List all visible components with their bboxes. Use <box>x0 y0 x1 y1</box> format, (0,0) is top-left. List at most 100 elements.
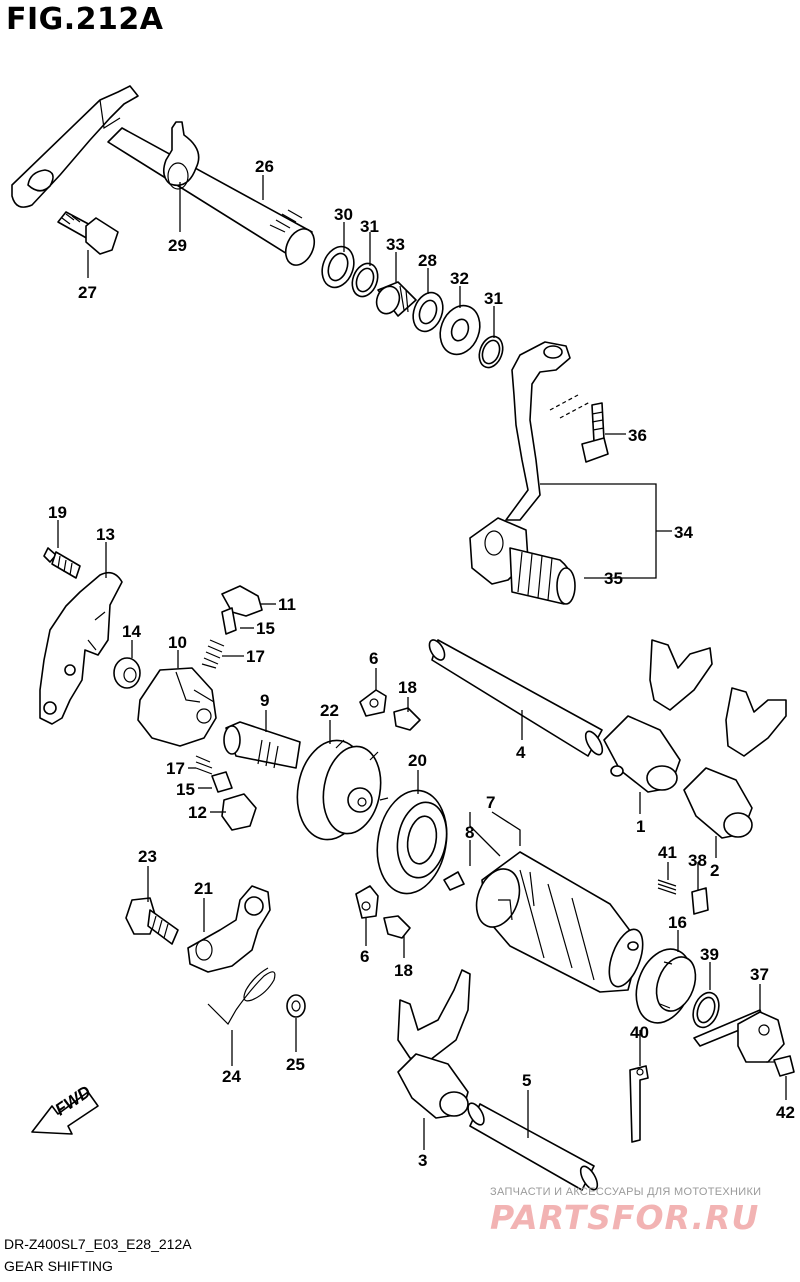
cam-bearing <box>635 948 697 1024</box>
shift-cam-stopper-screw <box>657 879 677 895</box>
callout-31a: 31 <box>360 217 379 236</box>
callout-22: 22 <box>320 701 339 720</box>
callout-16: 16 <box>668 913 687 932</box>
figure-name: GEAR SHIFTING <box>4 1258 113 1274</box>
callout-42: 42 <box>776 1103 795 1122</box>
gearshift-lever <box>469 341 576 605</box>
callout-12: 12 <box>188 803 207 822</box>
callout-6b: 6 <box>360 947 369 966</box>
gearshift-shaft <box>107 127 316 266</box>
callout-33: 33 <box>386 235 405 254</box>
callout-17a: 17 <box>246 647 265 666</box>
callout-15a: 15 <box>256 619 275 638</box>
shift-fork-shaft-upper <box>428 639 604 757</box>
stopper-bolt <box>57 211 119 255</box>
stopper-washer <box>286 994 306 1018</box>
shift-fork-3 <box>397 969 471 1119</box>
pawl-spring-upper <box>201 639 225 669</box>
callout-10: 10 <box>168 633 187 652</box>
callout-14: 14 <box>122 622 141 641</box>
callout-26: 26 <box>255 157 274 176</box>
callout-25: 25 <box>286 1055 305 1074</box>
gear-position-switch <box>693 1009 785 1063</box>
callout-39: 39 <box>700 945 719 964</box>
callout-15b: 15 <box>176 780 195 799</box>
pawl-lifter <box>137 667 217 747</box>
cam-stopper-arm <box>187 885 271 973</box>
callout-29: 29 <box>168 236 187 255</box>
callout-19: 19 <box>48 503 67 522</box>
shaft-spring <box>162 121 200 190</box>
cam-stopper-pin <box>691 887 709 915</box>
callout-17b: 17 <box>166 759 185 778</box>
gearshift-cam <box>475 851 644 993</box>
shift-pawl-upper <box>221 585 263 635</box>
pawl-lifter-screw <box>43 547 81 579</box>
o-ring <box>692 991 720 1029</box>
shift-fork-1 <box>603 639 713 793</box>
callout-27: 27 <box>78 283 97 302</box>
callout-24: 24 <box>222 1067 241 1086</box>
callout-18b: 18 <box>394 961 413 980</box>
figure-title: FIG.212A <box>6 2 164 37</box>
callout-18a: 18 <box>398 678 417 697</box>
callout-1: 1 <box>636 817 645 836</box>
callout-13: 13 <box>96 525 115 544</box>
cam-stopper-bolt <box>125 897 179 945</box>
figure-code: DR-Z400SL7_E03_E28_212A <box>4 1236 192 1252</box>
callout-4: 4 <box>516 743 526 762</box>
bearing-holder-upper <box>359 689 387 717</box>
bearing-holder-lower <box>355 885 379 919</box>
callout-23: 23 <box>138 847 157 866</box>
watermark-logo: PARTSFOR.RU <box>490 1198 760 1237</box>
washer <box>439 304 481 356</box>
callout-3: 3 <box>418 1151 427 1170</box>
shaft-oil-seal-2 <box>412 291 444 333</box>
gearshift-shaft-bracket <box>11 85 139 208</box>
bearing <box>376 789 448 895</box>
screw-upper <box>393 707 421 731</box>
gearshift-cam-driven-gear <box>223 721 301 769</box>
callout-30: 30 <box>334 205 353 224</box>
callout-7: 7 <box>486 793 495 812</box>
callout-11: 11 <box>278 595 296 614</box>
callout-21: 21 <box>194 879 213 898</box>
callout-9: 9 <box>260 691 269 710</box>
callout-32: 32 <box>450 269 469 288</box>
screw-lower <box>383 915 411 939</box>
callout-36: 36 <box>628 426 647 445</box>
callout-2: 2 <box>710 861 719 880</box>
callout-37: 37 <box>750 965 769 984</box>
callout-5: 5 <box>522 1071 531 1090</box>
callout-38: 38 <box>688 851 707 870</box>
watermark-caption: ЗАПЧАСТИ И АКСЕССУАРЫ ДЛЯ МОТОТЕХНИКИ <box>490 1186 762 1198</box>
cam-guide-plate <box>39 571 123 725</box>
cam-driven-gear <box>296 739 389 841</box>
callout-8: 8 <box>465 823 474 842</box>
circlip-2 <box>478 335 504 369</box>
shift-fork-2 <box>683 687 787 839</box>
leader-lines <box>57 175 787 1150</box>
wire-clamp <box>629 1065 649 1143</box>
circlip-1 <box>351 262 379 298</box>
callout-40: 40 <box>630 1023 649 1042</box>
callout-labels: 26 29 27 30 31 33 28 32 31 36 34 35 19 1… <box>48 157 795 1170</box>
lever-bolt <box>581 402 609 463</box>
callout-28: 28 <box>418 251 437 270</box>
cam-plate-roller <box>113 657 141 689</box>
callout-31b: 31 <box>484 289 503 308</box>
callout-41: 41 <box>658 843 677 862</box>
pin <box>443 871 465 891</box>
shift-pawl-lower <box>221 793 257 831</box>
oil-seal <box>321 245 355 289</box>
callout-35: 35 <box>604 569 623 588</box>
shift-fork-shaft-lower <box>467 1102 599 1191</box>
needle-bearing <box>375 281 417 317</box>
stopper-spring <box>207 967 276 1025</box>
pawl-lower <box>211 771 233 793</box>
fwd-arrow-icon: FWD <box>31 1082 99 1135</box>
switch-screw <box>766 1055 795 1077</box>
callout-34: 34 <box>674 523 693 542</box>
pawl-spring-lower <box>195 755 213 775</box>
